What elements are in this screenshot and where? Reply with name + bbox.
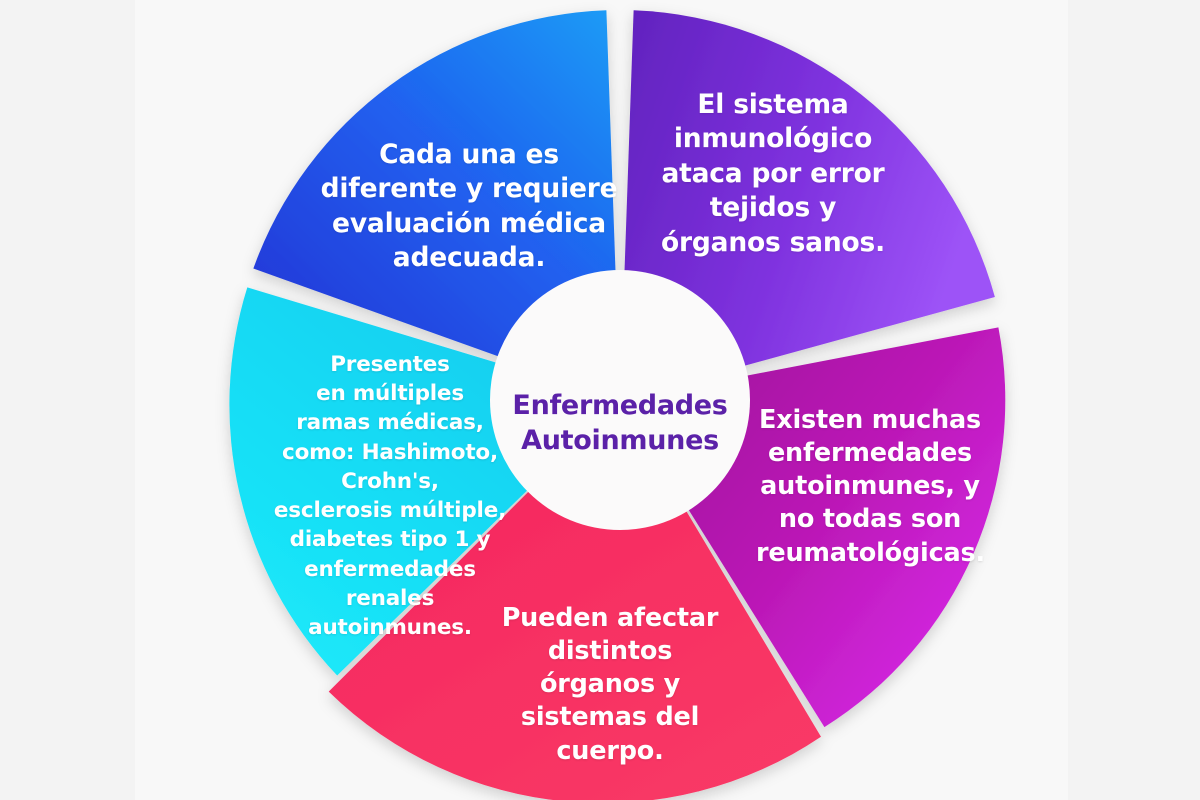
pie-segment-each-is-different[interactable] xyxy=(253,10,620,401)
pie-segment-organs-systems[interactable] xyxy=(328,400,821,800)
center-hub-circle xyxy=(490,270,750,530)
pie-segment-immune-system[interactable] xyxy=(620,10,995,401)
center-title: Enfermedades Autoinmunes xyxy=(512,390,728,457)
